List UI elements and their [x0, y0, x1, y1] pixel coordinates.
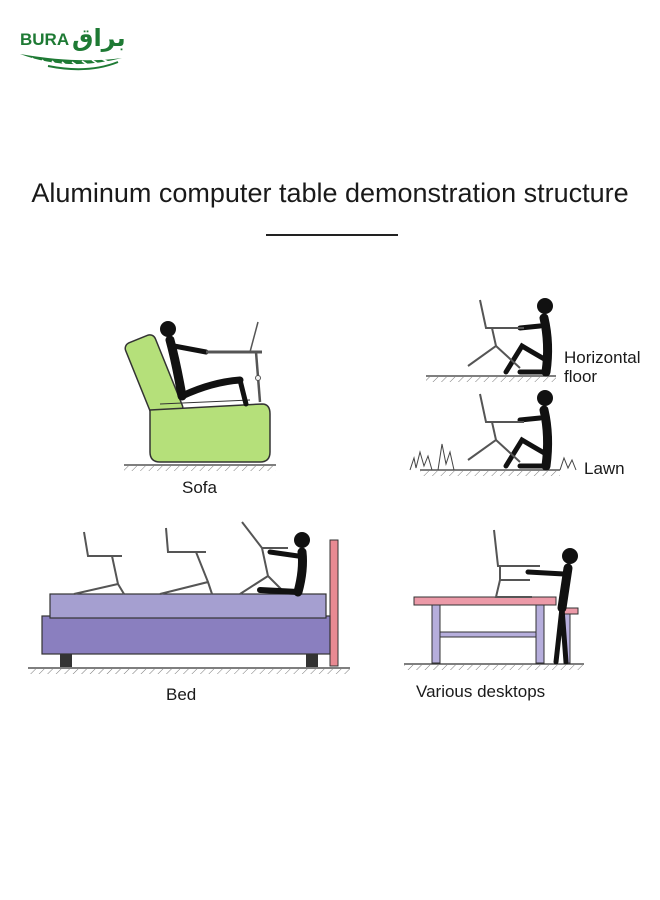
desk-icon [413, 596, 579, 664]
laptop-stand-bed-icons [73, 521, 288, 595]
sofa-scene [124, 321, 276, 471]
bed-label: Bed [166, 685, 197, 704]
title-underline [266, 234, 398, 236]
floor-label: floor [564, 367, 598, 386]
brand-logo: BURA براق [18, 24, 128, 74]
bed-icon [41, 539, 339, 667]
sofa-icon [124, 334, 271, 463]
horizontal-label: Horizontal [564, 348, 641, 367]
laptop-stand-lawn-icon [467, 393, 524, 463]
person-bed-icon [257, 532, 310, 597]
leaf-swoosh-icon [20, 54, 122, 71]
lawn-scene [409, 390, 577, 476]
person-sitting-icon [160, 321, 249, 407]
laptop-stand-floor-icon [467, 299, 524, 369]
sofa-label: Sofa [182, 478, 217, 497]
desktop-scene [404, 529, 584, 670]
lawn-label: Lawn [584, 459, 625, 478]
laptop-stand-desk-icon [493, 529, 540, 598]
brand-arabic-text: براق [72, 24, 126, 52]
bed-scene [28, 521, 350, 674]
person-standing-icon [525, 548, 578, 665]
person-lawn-icon [503, 390, 553, 471]
brand-latin-text: BURA [20, 30, 70, 49]
page-title: Aluminum computer table demonstration st… [31, 178, 629, 208]
floor-scene [426, 298, 556, 382]
laptop-stand-icon [206, 321, 262, 403]
desktops-label: Various desktops [416, 682, 546, 701]
